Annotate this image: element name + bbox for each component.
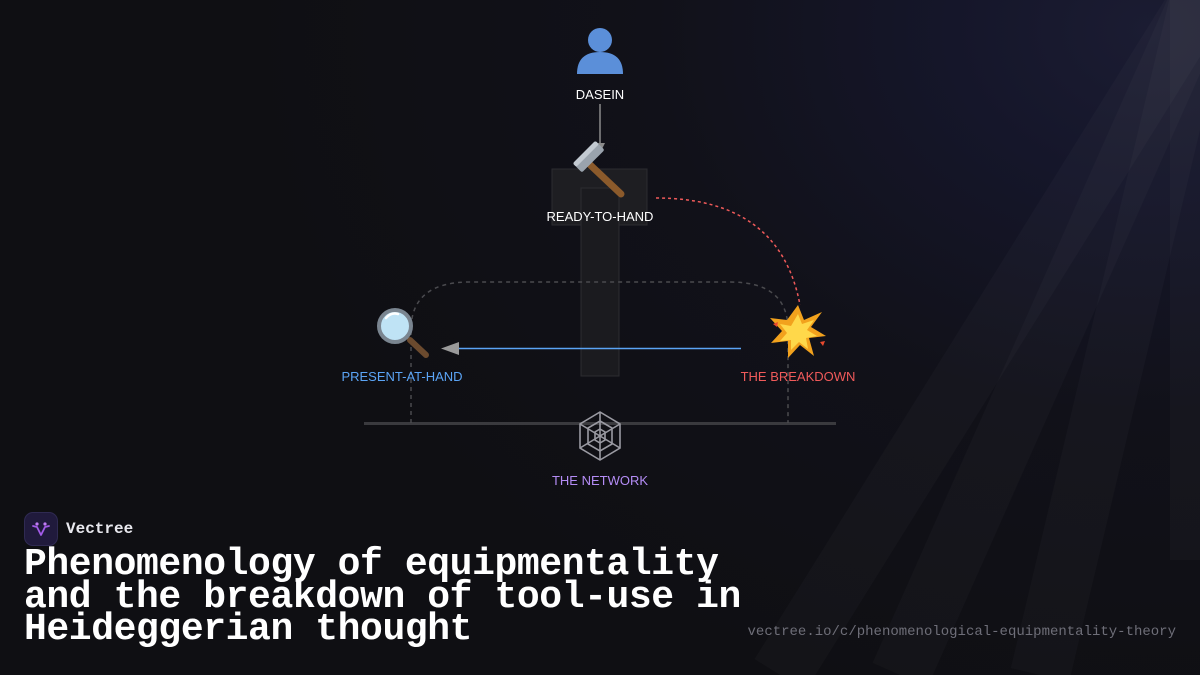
collision-icon [770, 305, 826, 358]
ready-to-hand-label: READY-TO-HAND [547, 209, 654, 224]
spider-web-icon [579, 411, 621, 461]
edge-ready-to-breakdown [655, 197, 801, 306]
node-ready-to-hand: READY-TO-HAND [547, 141, 654, 224]
node-breakdown: THE BREAKDOWN [741, 305, 856, 384]
edge-dashed-loop [410, 281, 789, 423]
person-silhouette-icon [577, 28, 623, 74]
vectree-logo-icon [24, 512, 58, 546]
arrowhead-left [441, 342, 459, 355]
hammer-icon [573, 141, 625, 198]
magnifying-glass-icon [377, 308, 429, 358]
network-label: THE NETWORK [552, 473, 648, 488]
node-network: THE NETWORK [552, 411, 648, 488]
page-title: Phenomenology of equipmentality and the … [24, 543, 741, 651]
brand-name: Vectree [66, 520, 134, 538]
breakdown-label: THE BREAKDOWN [741, 369, 856, 384]
dasein-label: DASEIN [576, 87, 624, 102]
node-dasein: DASEIN [576, 28, 624, 102]
present-at-hand-label: PRESENT-AT-HAND [341, 369, 462, 384]
page-url[interactable]: vectree.io/c/phenomenological-equipmenta… [747, 624, 1176, 640]
brand: Vectree [24, 512, 133, 546]
node-present-at-hand: PRESENT-AT-HAND [341, 308, 463, 384]
